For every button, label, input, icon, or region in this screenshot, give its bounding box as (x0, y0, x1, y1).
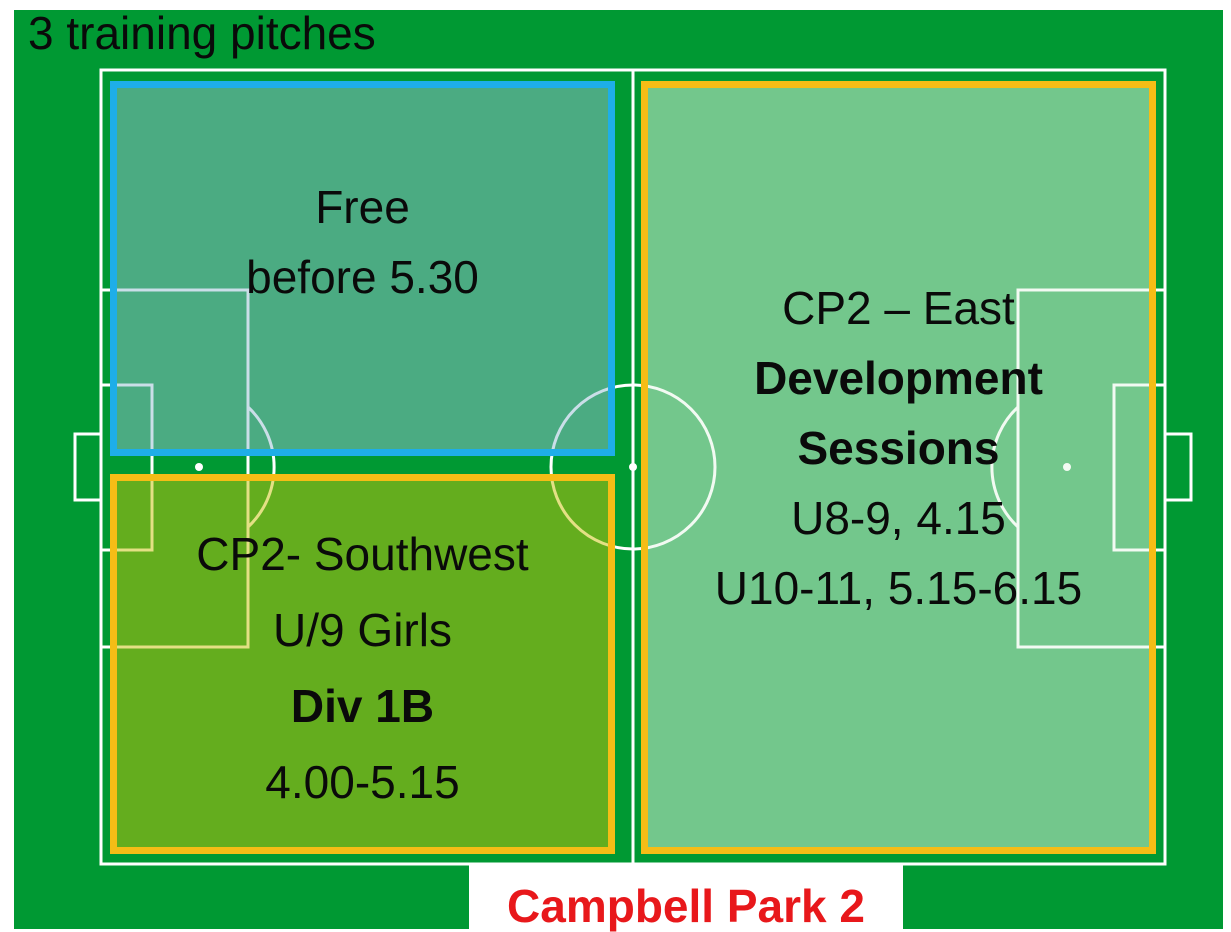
zone-east-activity-1: Development (754, 351, 1043, 404)
zone-southwest-division: Div 1B (290, 680, 435, 732)
zone-southwest-name: CP2- Southwest (196, 528, 529, 580)
zone-east-name: CP2 – East (782, 281, 1015, 334)
zone-southwest-team: U/9 Girls (273, 604, 452, 656)
zone-east: CP2 – East Development Sessions U8-9, 4.… (641, 81, 1156, 854)
centre-spot (629, 463, 637, 471)
zone-east-session-2: U10-11, 5.15-6.15 (714, 561, 1083, 614)
zone-free-time: before 5.30 (246, 251, 479, 303)
left-goal (73, 432, 103, 502)
zone-free-northwest: Free before 5.30 (110, 81, 615, 456)
page-title: 3 training pitches (28, 7, 376, 59)
pitch-name-box: Campbell Park 2 (469, 863, 903, 929)
zone-southwest: CP2- Southwest U/9 Girls Div 1B 4.00-5.1… (110, 474, 615, 854)
pitch-name: Campbell Park 2 (507, 880, 865, 932)
zone-free-status: Free (315, 181, 410, 233)
left-penalty-spot (195, 463, 203, 471)
zone-east-session-1: U8-9, 4.15 (791, 491, 1006, 544)
zone-southwest-time: 4.00-5.15 (265, 756, 460, 808)
zone-east-activity-2: Sessions (797, 421, 1000, 474)
right-goal (1163, 432, 1193, 502)
